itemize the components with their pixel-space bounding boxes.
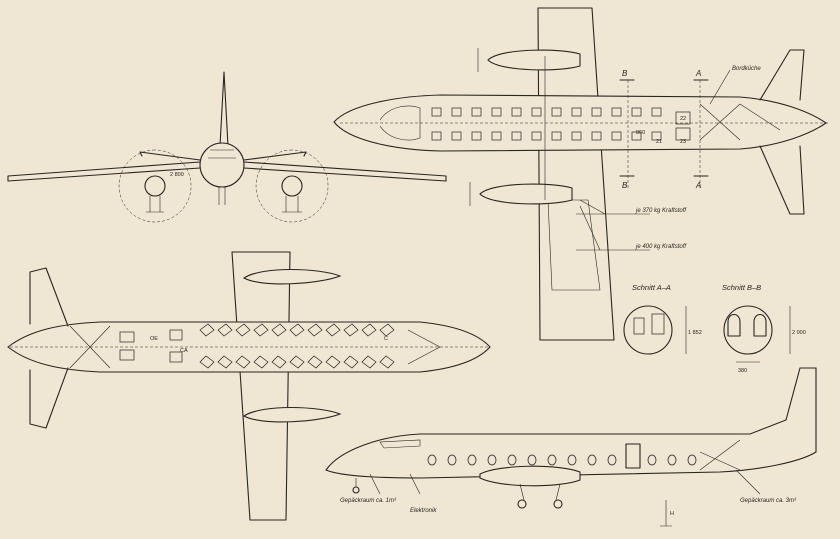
baggage-rear-label: Gepäckraum ca. 3m³ — [740, 498, 797, 504]
lower-wing — [231, 251, 291, 521]
front-view-right-nacelle — [281, 175, 303, 197]
section-aa-title: Schnitt A–A — [632, 283, 671, 292]
lower-tailplane-bottom — [29, 367, 69, 429]
top-dim-label: 860 — [636, 130, 645, 136]
front-view-fuselage — [199, 142, 245, 188]
fuel-370-label: je 370 kg Kraftstoff — [635, 208, 687, 214]
lower-seats — [119, 323, 395, 369]
side-dim-label: H — [670, 511, 674, 517]
upper-engine-top — [487, 49, 581, 71]
side-fuselage — [325, 367, 817, 479]
section-bb-height: 2 000 — [792, 330, 806, 336]
seat-number-23: 23 — [680, 139, 686, 145]
cut-marker-a-bottom: A — [695, 181, 701, 190]
baggage-front-label: Gepäckraum ca. 1m³ — [340, 498, 397, 504]
front-view-right-prop-disc — [255, 149, 329, 223]
side-view: Gepäckraum ca. 1m³ Elektronik Gepäckraum… — [325, 367, 817, 527]
upper-seats — [431, 107, 691, 141]
cut-marker-b-bottom: B — [622, 181, 628, 190]
lower-tailplane-top — [29, 267, 69, 327]
section-bb-title: Schnitt B–B — [722, 283, 761, 292]
upper-tailplane-top — [759, 49, 805, 101]
lower-label-oe: OE — [150, 336, 158, 342]
upper-engine-bottom — [479, 183, 573, 205]
front-view-fin — [219, 71, 229, 147]
upper-wing — [537, 7, 615, 341]
top-view-upper: B B A A 860 22 21 23 Bordküche je 370 kg… — [333, 7, 830, 341]
section-aa-circle — [623, 305, 673, 355]
side-engine — [479, 465, 581, 487]
top-view-lower: OE CA C — [7, 251, 491, 521]
cut-marker-a-top: A — [695, 69, 701, 78]
front-view-left-prop-disc — [118, 149, 192, 223]
section-aa-height: 1 852 — [688, 330, 702, 336]
side-door — [625, 443, 641, 469]
section-bb-circle — [723, 305, 773, 355]
lower-label-ca: CA — [180, 348, 188, 354]
seat-number-22: 22 — [680, 116, 686, 122]
front-view: 2 800 — [7, 71, 447, 223]
fuel-400-label: je 400 kg Kraftstoff — [635, 244, 687, 250]
section-width: 380 — [738, 368, 747, 374]
section-views: Schnitt A–A Schnitt B–B 1 852 2 000 380 — [623, 283, 806, 374]
front-dim-label: 2 800 — [170, 172, 184, 178]
lower-engine-bottom — [242, 407, 342, 423]
lower-engine-top — [242, 269, 342, 285]
electronics-label: Elektronik — [410, 508, 437, 514]
front-view-left-nacelle — [144, 175, 166, 197]
upper-tailplane-bottom — [759, 145, 805, 215]
cut-marker-b-top: B — [622, 69, 628, 78]
seat-number-21: 21 — [656, 139, 662, 145]
lower-label-c: C — [384, 336, 388, 342]
front-view-tailplane — [139, 151, 307, 161]
galley-label: Bordküche — [732, 66, 761, 72]
side-windows — [427, 454, 697, 466]
